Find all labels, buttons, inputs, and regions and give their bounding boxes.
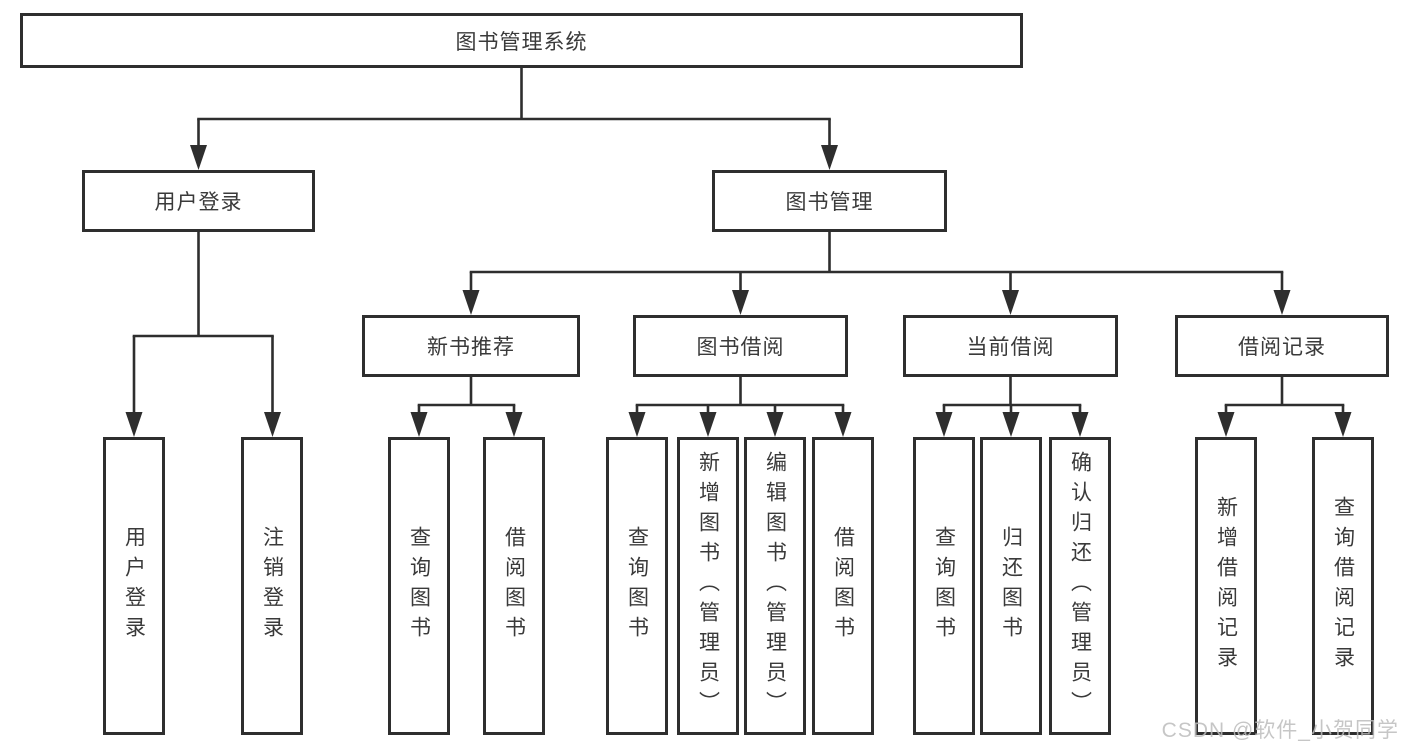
leaf-add-books-admin: 新增图书（管理员） — [677, 437, 739, 735]
leaf-confirm-return-admin-label: 确认归还（管理员） — [1068, 451, 1092, 721]
leaf-return-books-label: 归还图书 — [999, 526, 1023, 646]
leaf-user-login-label: 用户登录 — [122, 526, 146, 646]
leaf-borrow-books-borrowing-label: 借阅图书 — [831, 526, 855, 646]
leaf-user-login: 用户登录 — [103, 437, 165, 735]
leaf-borrow-books-borrowing: 借阅图书 — [812, 437, 874, 735]
node-borrowing-records: 借阅记录 — [1175, 315, 1389, 377]
leaf-borrow-books-recommend-label: 借阅图书 — [502, 526, 526, 646]
leaf-query-books-recommend-label: 查询图书 — [407, 526, 431, 646]
node-book-management: 图书管理 — [712, 170, 947, 232]
leaf-edit-books-admin-label: 编辑图书（管理员） — [763, 451, 787, 721]
leaf-query-books-current: 查询图书 — [913, 437, 975, 735]
node-book-borrowing: 图书借阅 — [633, 315, 848, 377]
leaf-add-borrow-record: 新增借阅记录 — [1195, 437, 1257, 735]
leaf-query-books-current-label: 查询图书 — [932, 526, 956, 646]
leaf-logout: 注销登录 — [241, 437, 303, 735]
leaf-query-books-borrowing-label: 查询图书 — [625, 526, 649, 646]
csdn-watermark: CSDN @软件_小贺同学 — [1161, 719, 1399, 742]
leaf-query-books-recommend: 查询图书 — [388, 437, 450, 735]
node-current-borrowing: 当前借阅 — [903, 315, 1118, 377]
leaf-confirm-return-admin: 确认归还（管理员） — [1049, 437, 1111, 735]
leaf-query-borrow-record-label: 查询借阅记录 — [1331, 496, 1355, 676]
leaf-return-books: 归还图书 — [980, 437, 1042, 735]
node-root-library-system: 图书管理系统 — [20, 13, 1023, 68]
leaf-add-borrow-record-label: 新增借阅记录 — [1214, 496, 1238, 676]
leaf-query-borrow-record: 查询借阅记录 — [1312, 437, 1374, 735]
node-new-book-recommend: 新书推荐 — [362, 315, 580, 377]
leaf-borrow-books-recommend: 借阅图书 — [483, 437, 545, 735]
leaf-query-books-borrowing: 查询图书 — [606, 437, 668, 735]
leaf-logout-label: 注销登录 — [260, 526, 284, 646]
leaf-edit-books-admin: 编辑图书（管理员） — [744, 437, 806, 735]
node-user-login: 用户登录 — [82, 170, 315, 232]
leaf-add-books-admin-label: 新增图书（管理员） — [696, 451, 720, 721]
